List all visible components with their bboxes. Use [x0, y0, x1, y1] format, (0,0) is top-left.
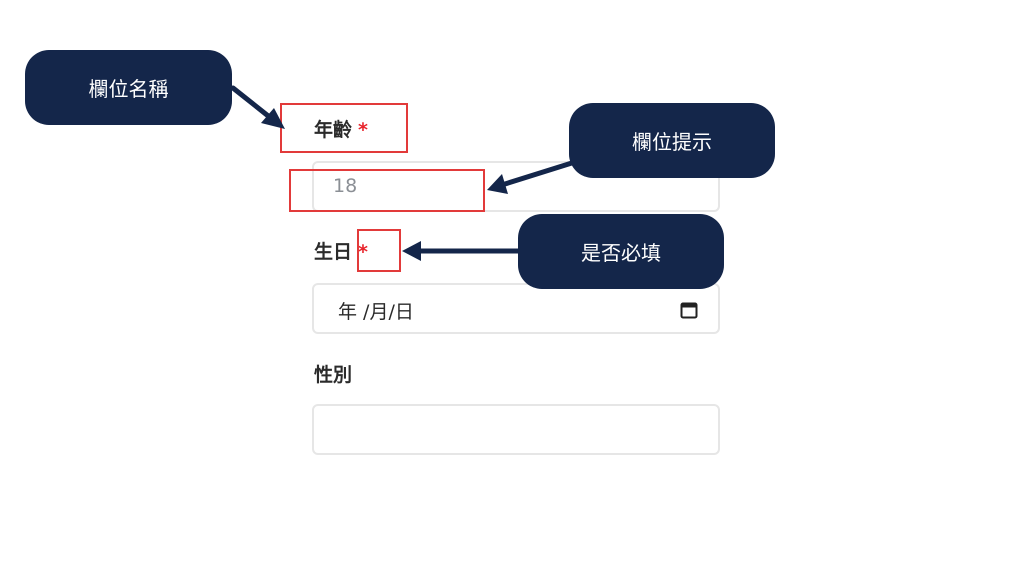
- gender-input[interactable]: [312, 404, 720, 455]
- field-hint-callout-text: 欄位提示: [632, 130, 712, 154]
- field-name-arrow: [230, 85, 275, 122]
- birthday-label: 生日*: [314, 240, 368, 264]
- field-name-callout-text: 欄位名稱: [88, 77, 169, 101]
- required-arrowhead: [402, 241, 421, 261]
- field-hint-arrow: [502, 159, 578, 187]
- required-highlight: [357, 229, 401, 272]
- field-hint-callout: 欄位提示: [569, 103, 775, 178]
- field-hint-arrowhead: [487, 174, 508, 194]
- field-name-callout: 欄位名稱: [25, 50, 232, 125]
- birthday-label-text: 生日: [314, 241, 353, 263]
- birthday-required-mark: *: [358, 241, 368, 263]
- field-name-arrowhead: [261, 108, 285, 129]
- gender-label: 性別: [314, 363, 352, 387]
- field-hint-highlight: [289, 169, 485, 212]
- age-input-placeholder: 18: [333, 175, 358, 197]
- gender-label-text: 性別: [314, 364, 353, 386]
- age-required-mark: *: [358, 119, 368, 141]
- calendar-icon[interactable]: [680, 301, 698, 319]
- required-callout: 是否必填: [518, 214, 724, 289]
- birthday-date-placeholder: 年 /月/日: [338, 301, 414, 323]
- birthday-date-input[interactable]: 年 /月/日: [312, 283, 720, 334]
- age-label-text: 年齡: [314, 119, 353, 141]
- required-callout-text: 是否必填: [581, 241, 661, 265]
- age-label: 年齡*: [314, 118, 368, 142]
